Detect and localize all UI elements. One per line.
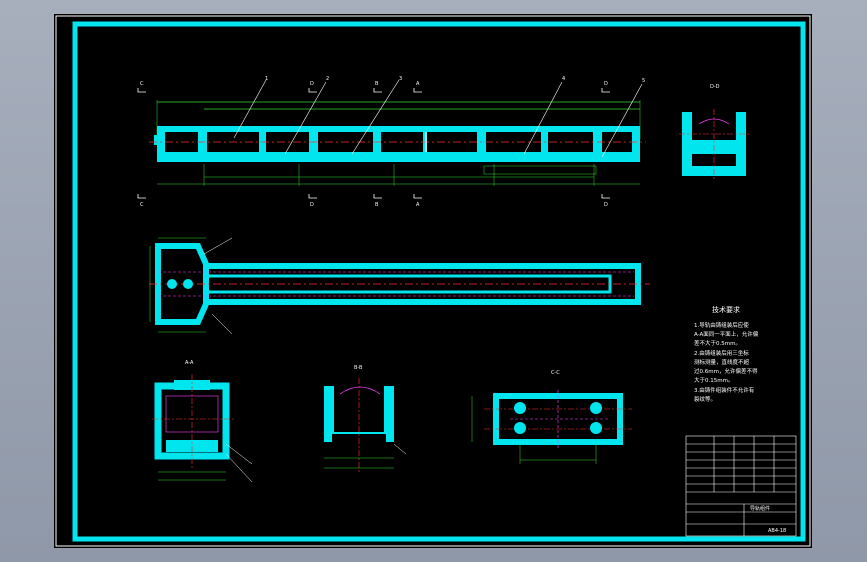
- section-view-dd: [679, 109, 750, 179]
- tech-req-line: 裂纹等。: [694, 395, 716, 403]
- part-balloon: 4: [562, 76, 565, 82]
- cut-marker-label: C: [140, 202, 144, 208]
- drawing-canvas: A-A B-B C-C D-D C D B A D C D B A D 1 2 …: [55, 15, 811, 547]
- cut-marker-label: D: [604, 202, 608, 208]
- part-balloon: 1: [265, 76, 268, 82]
- tech-req-title: 技术要求: [712, 305, 740, 314]
- tech-req-line: 1.导轨由铸组装后应使: [694, 321, 749, 329]
- cut-marker-label: A: [416, 81, 420, 87]
- part-balloon: 3: [399, 76, 402, 82]
- tech-req-line: 2.由铸组装后用三坐标: [694, 349, 749, 357]
- tech-req-line: 过0.6mm，允许偏差不得: [694, 367, 758, 375]
- section-view-cc: [471, 390, 632, 464]
- part-balloon: 2: [326, 76, 329, 82]
- tech-req-line: 3.由铸件组装件不允许有: [694, 386, 755, 394]
- tech-req-line: 测标测量，直线度不超: [694, 358, 750, 366]
- label-bb: B-B: [354, 365, 363, 371]
- tech-req-line: 大于0.15mm。: [694, 376, 733, 384]
- title-block-code: AB4-18: [768, 528, 786, 534]
- tech-req-line: A-A面同一平面上，允许偏: [694, 330, 759, 338]
- section-view-bb: [324, 378, 407, 472]
- main-elevation-view: [137, 79, 646, 199]
- inner-frame: [72, 21, 806, 542]
- cut-marker-label: D: [310, 202, 314, 208]
- cut-marker-label: D: [604, 81, 608, 87]
- label-dd: D-D: [710, 84, 720, 90]
- tech-req-line: 差不大于0.5mm。: [694, 339, 741, 347]
- title-block: [685, 435, 797, 537]
- part-balloon: 5: [642, 78, 645, 84]
- outer-border: [55, 15, 811, 547]
- plan-view: [149, 237, 650, 335]
- drawing-sheet: A-A B-B C-C D-D C D B A D C D B A D 1 2 …: [54, 14, 812, 548]
- section-view-aa: [152, 374, 253, 483]
- cut-marker-label: B: [375, 202, 379, 208]
- cut-marker-label: C: [140, 81, 144, 87]
- label-cc: C-C: [551, 370, 560, 376]
- cut-marker-label: D: [310, 81, 314, 87]
- label-aa: A-A: [185, 360, 194, 366]
- tech-requirements: 技术要求 1.导轨由铸组装后应使 A-A面同一平面上，允许偏 差不大于0.5mm…: [694, 305, 759, 403]
- cut-marker-label: A: [416, 202, 420, 208]
- cut-marker-label: B: [375, 81, 379, 87]
- title-block-name: 导轨组件: [750, 505, 770, 512]
